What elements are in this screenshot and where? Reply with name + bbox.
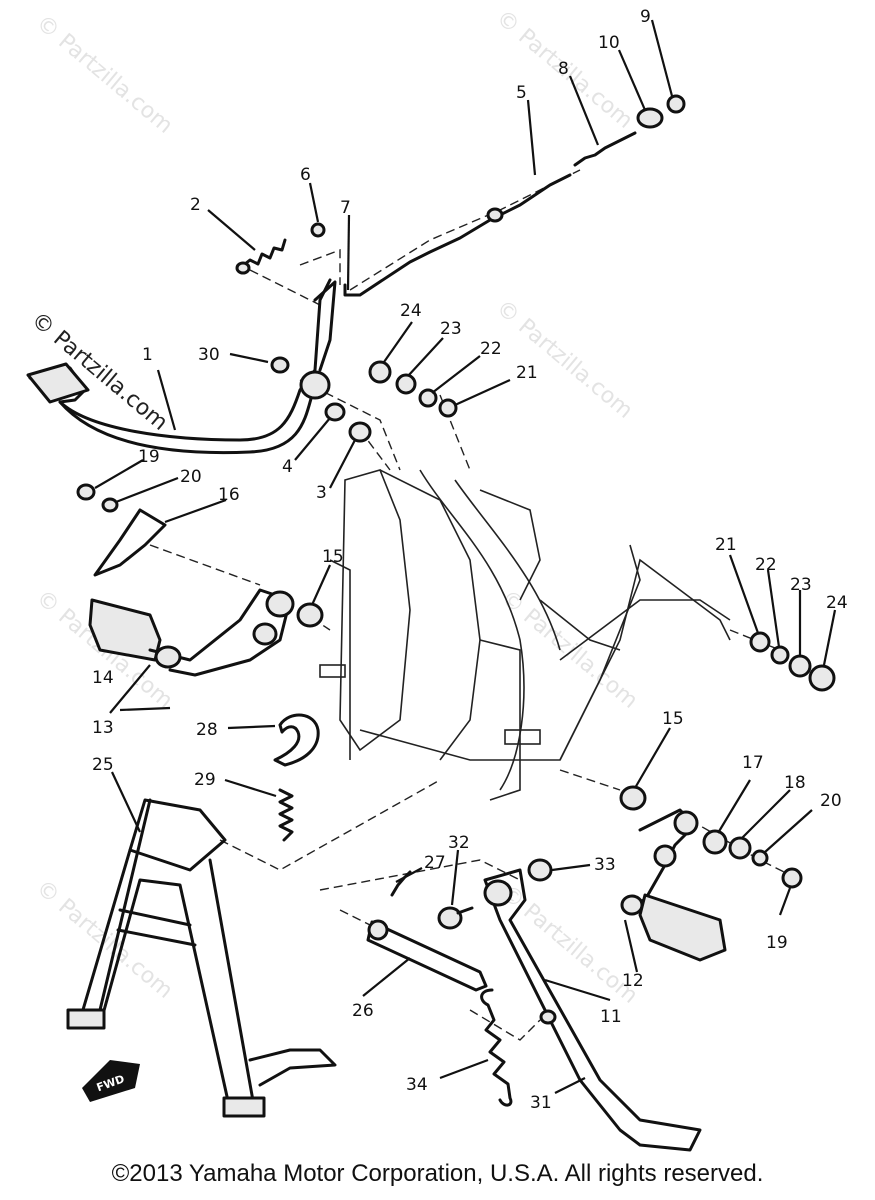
callout-4: 4 [282,457,293,477]
callout-5: 5 [516,83,527,103]
callout-31: 31 [530,1093,552,1113]
callout-29: 29 [194,770,216,790]
callout-24b: 24 [826,593,848,613]
spring-2 [238,238,287,270]
callout-32: 32 [448,833,470,853]
callout-16: 16 [218,485,240,505]
callout-33: 33 [594,855,616,875]
callout-12: 12 [622,971,644,991]
callout-17: 17 [742,753,764,773]
callout-2: 2 [190,195,201,215]
callout-27: 27 [424,853,446,873]
callout-20b: 20 [820,791,842,811]
callout-19b: 19 [766,933,788,953]
pivot-bolt-26 [366,920,488,992]
callout-10: 10 [598,33,620,53]
callout-34: 34 [406,1075,428,1095]
watermark-1: © Partzilla.com [31,10,177,138]
callout-labels: 1 2 3 4 5 6 7 8 9 10 11 12 13 14 15 15 1… [92,7,848,1113]
fwd-arrow [82,1060,140,1102]
callout-1: 1 [142,345,153,365]
callout-19a: 19 [138,447,160,467]
callout-14: 14 [92,668,114,688]
copyright-notice: ©2013 Yamaha Motor Corporation, U.S.A. A… [111,1160,764,1187]
leader-lines [94,19,837,1094]
callout-15b: 15 [662,709,684,729]
callout-23b: 23 [790,575,812,595]
callout-13: 13 [92,718,114,738]
callout-8: 8 [558,59,569,79]
watermark-3: © Partzilla.com [491,295,637,423]
callout-15a: 15 [322,547,344,567]
right-footrest [638,893,727,962]
callout-11: 11 [600,1007,622,1027]
callout-22b: 22 [755,555,777,575]
callout-21b: 21 [715,535,737,555]
parts: FWD [26,94,836,1152]
callout-30: 30 [198,345,220,365]
callout-3: 3 [316,483,327,503]
spring-8 [573,131,637,167]
frame [319,469,731,801]
callout-7: 7 [340,198,351,218]
callout-20a: 20 [180,467,202,487]
spring-29 [278,788,294,842]
callout-25: 25 [92,755,114,775]
main-stand [128,798,227,872]
callout-23a: 23 [440,319,462,339]
callout-28: 28 [196,720,218,740]
callout-24a: 24 [400,301,422,321]
spring-34 [480,988,513,1107]
watermark-layer: © Partzilla.com © Partzilla.com © Partzi… [26,5,642,1008]
callout-21a: 21 [516,363,538,383]
callout-18: 18 [784,773,806,793]
watermark-7: © Partzilla.com [496,880,642,1008]
callout-26: 26 [352,1001,374,1021]
footrest-bracket-16 [93,508,167,577]
brake-rod [343,173,572,297]
callout-6: 6 [300,165,311,185]
callout-9: 9 [640,7,651,27]
callout-22a: 22 [480,339,502,359]
spring-28 [273,713,320,767]
